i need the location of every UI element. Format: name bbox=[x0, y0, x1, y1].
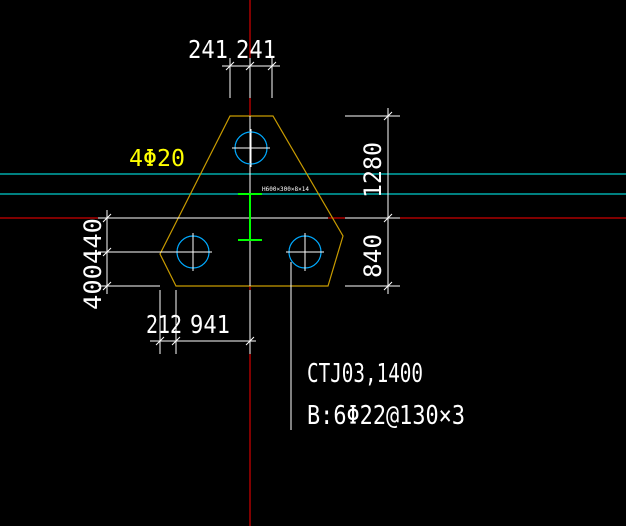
dim-top-left: 241 bbox=[188, 35, 228, 64]
dim-bottom-left: 212 bbox=[146, 310, 182, 339]
cap-id-label: CTJ03,1400 bbox=[307, 359, 423, 389]
pile-bottom-left bbox=[174, 233, 212, 271]
column-tag: H600×300×8×14 bbox=[262, 186, 309, 193]
dimension-top: 241 241 bbox=[188, 35, 280, 98]
dim-left-upper: 440 bbox=[79, 218, 107, 264]
pile-top bbox=[232, 129, 270, 167]
dimension-left: 440 400 bbox=[79, 210, 175, 310]
dim-top-right: 241 bbox=[236, 35, 276, 64]
dim-left-lower: 400 bbox=[79, 264, 107, 310]
dimension-bottom: 212 941 bbox=[146, 290, 256, 354]
dim-bottom-right: 941 bbox=[190, 310, 230, 339]
pile-cap-outline bbox=[159, 115, 344, 287]
pile-bottom-right bbox=[286, 233, 324, 271]
cap-reinforcement-label: B:6Φ22@130×3 bbox=[307, 401, 465, 431]
dim-right-lower: 840 bbox=[359, 234, 387, 278]
dim-right-upper: 1280 bbox=[359, 142, 387, 198]
dimension-right: 1280 840 bbox=[345, 108, 400, 294]
rebar-label: 4Φ20 bbox=[129, 146, 185, 172]
steel-column-h-section bbox=[238, 193, 262, 241]
